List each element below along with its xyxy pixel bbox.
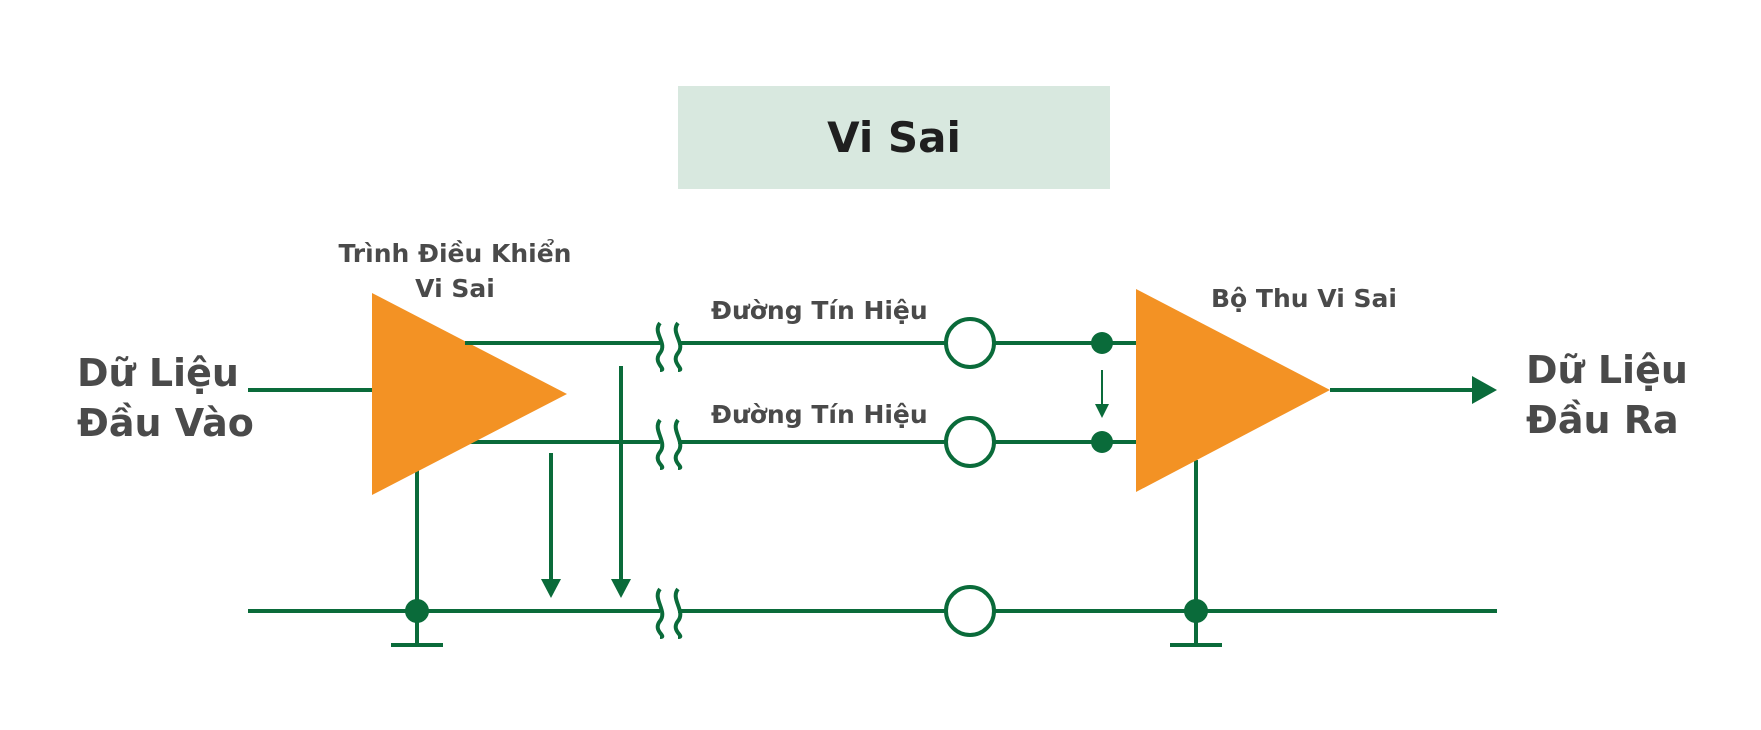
receiver-sense-arrow-head-icon xyxy=(1095,404,1109,418)
differential-receiver-amplifier xyxy=(1136,289,1330,492)
signal-line-label-bottom: Đường Tín Hiệu xyxy=(711,400,928,429)
junction-driver-ground xyxy=(405,599,429,623)
connector-ground xyxy=(944,585,996,637)
output-label-line2: Đầu Ra xyxy=(1526,398,1679,442)
junction-bottom-receiver xyxy=(1091,431,1113,453)
page-title: Vi Sai xyxy=(827,113,961,162)
driver-label-line2: Vi Sai xyxy=(415,274,495,303)
receiver-label: Bộ Thu Vi Sai xyxy=(1211,284,1397,313)
break-mark-top xyxy=(655,321,683,372)
junction-receiver-ground xyxy=(1184,599,1208,623)
driver-label-line1: Trình Điều Khiển xyxy=(338,239,572,268)
output-data-label: Dữ Liệu Đầu Ra xyxy=(1526,345,1688,445)
signal-line-label-top: Đường Tín Hiệu xyxy=(711,296,928,325)
connector-bottom xyxy=(944,416,996,468)
connector-top xyxy=(944,317,996,369)
driver-label: Trình Điều Khiển Vi Sai xyxy=(335,236,575,306)
output-label-line1: Dữ Liệu xyxy=(1526,348,1688,392)
title-background xyxy=(678,86,1110,189)
differential-driver-amplifier xyxy=(372,293,567,495)
junction-top-receiver xyxy=(1091,332,1113,354)
input-data-label: Dữ Liệu Đầu Vào xyxy=(77,348,254,448)
break-mark-ground xyxy=(655,587,683,639)
return-current-arrow-1-head-icon xyxy=(541,579,561,598)
title-box: Vi Sai xyxy=(678,86,1110,189)
return-current-arrow-2-head-icon xyxy=(611,579,631,598)
break-mark-bottom xyxy=(655,418,683,470)
input-label-line1: Dữ Liệu xyxy=(77,351,239,395)
output-arrowhead-icon xyxy=(1472,376,1497,404)
input-label-line2: Đầu Vào xyxy=(77,401,254,445)
